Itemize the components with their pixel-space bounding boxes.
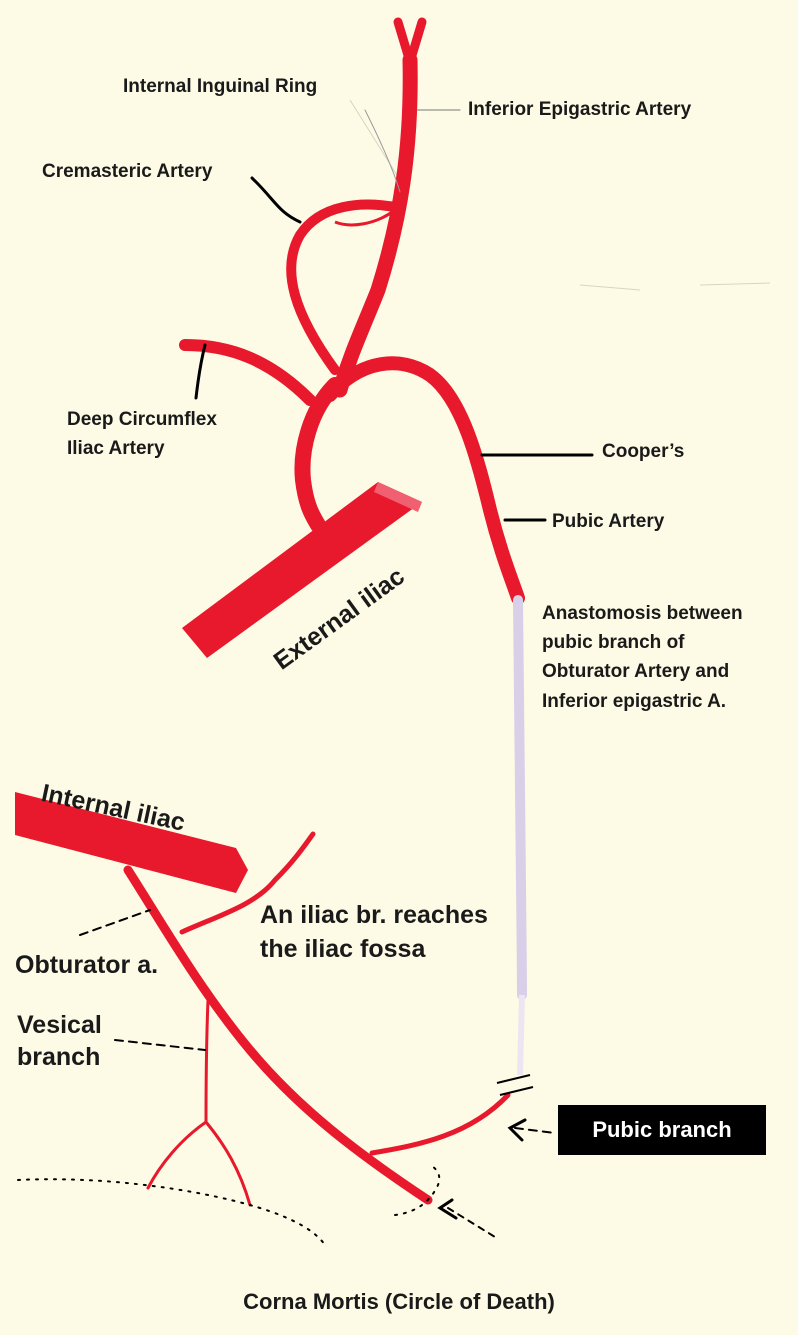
label-iliac-branch-line1: An iliac br. reaches xyxy=(260,900,488,931)
label-vesical-line1: Vesical xyxy=(17,1010,102,1041)
label-anastomosis-line3: Obturator Artery and xyxy=(542,660,729,684)
label-vesical-line2: branch xyxy=(17,1042,100,1073)
corona-leader xyxy=(448,1208,495,1237)
pubic-branch-badge: Pubic branch xyxy=(558,1105,766,1155)
label-iliac-branch-line2: the iliac fossa xyxy=(260,934,425,965)
deep-circumflex-leader xyxy=(196,345,205,398)
cremasteric-inner-arc xyxy=(335,210,395,225)
label-anastomosis-line1: Anastomosis between xyxy=(542,602,743,626)
label-anastomosis-line2: pubic branch of xyxy=(542,631,685,655)
label-coopers: Cooper’s xyxy=(602,440,684,464)
label-deep-circumflex-line1: Deep Circumflex xyxy=(67,408,217,432)
label-pubic-artery: Pubic Artery xyxy=(552,510,664,534)
diagram-caption: Corna Mortis (Circle of Death) xyxy=(0,1288,798,1316)
label-deep-circumflex-line2: Iliac Artery xyxy=(67,437,165,461)
internal-ring-leader xyxy=(365,110,400,192)
obturator-leader xyxy=(80,910,150,935)
pubic-branch-vessel xyxy=(372,1095,508,1153)
pubic-branch-badge-label: Pubic branch xyxy=(592,1117,731,1143)
label-obturator: Obturator a. xyxy=(15,950,158,981)
external-iliac-stem xyxy=(302,385,335,525)
cremasteric-leader xyxy=(252,178,300,222)
label-internal-inguinal-ring: Internal Inguinal Ring xyxy=(123,75,317,99)
anastomosis-vessel-faint xyxy=(520,995,522,1075)
pelvic-brim-dotted xyxy=(18,1165,439,1245)
anastomosis-vessel xyxy=(518,600,522,995)
label-inferior-epigastric-artery: Inferior Epigastric Artery xyxy=(468,98,691,122)
label-cremasteric-artery: Cremasteric Artery xyxy=(42,160,212,184)
pubic-artery xyxy=(330,363,518,598)
pubic-branch-leader xyxy=(515,1128,555,1133)
label-anastomosis-line4: Inferior epigastric A. xyxy=(542,690,726,714)
pubic-branch-arrow-icon xyxy=(510,1120,525,1140)
ligation-marks xyxy=(497,1075,533,1095)
vesical-leader xyxy=(115,1040,205,1050)
